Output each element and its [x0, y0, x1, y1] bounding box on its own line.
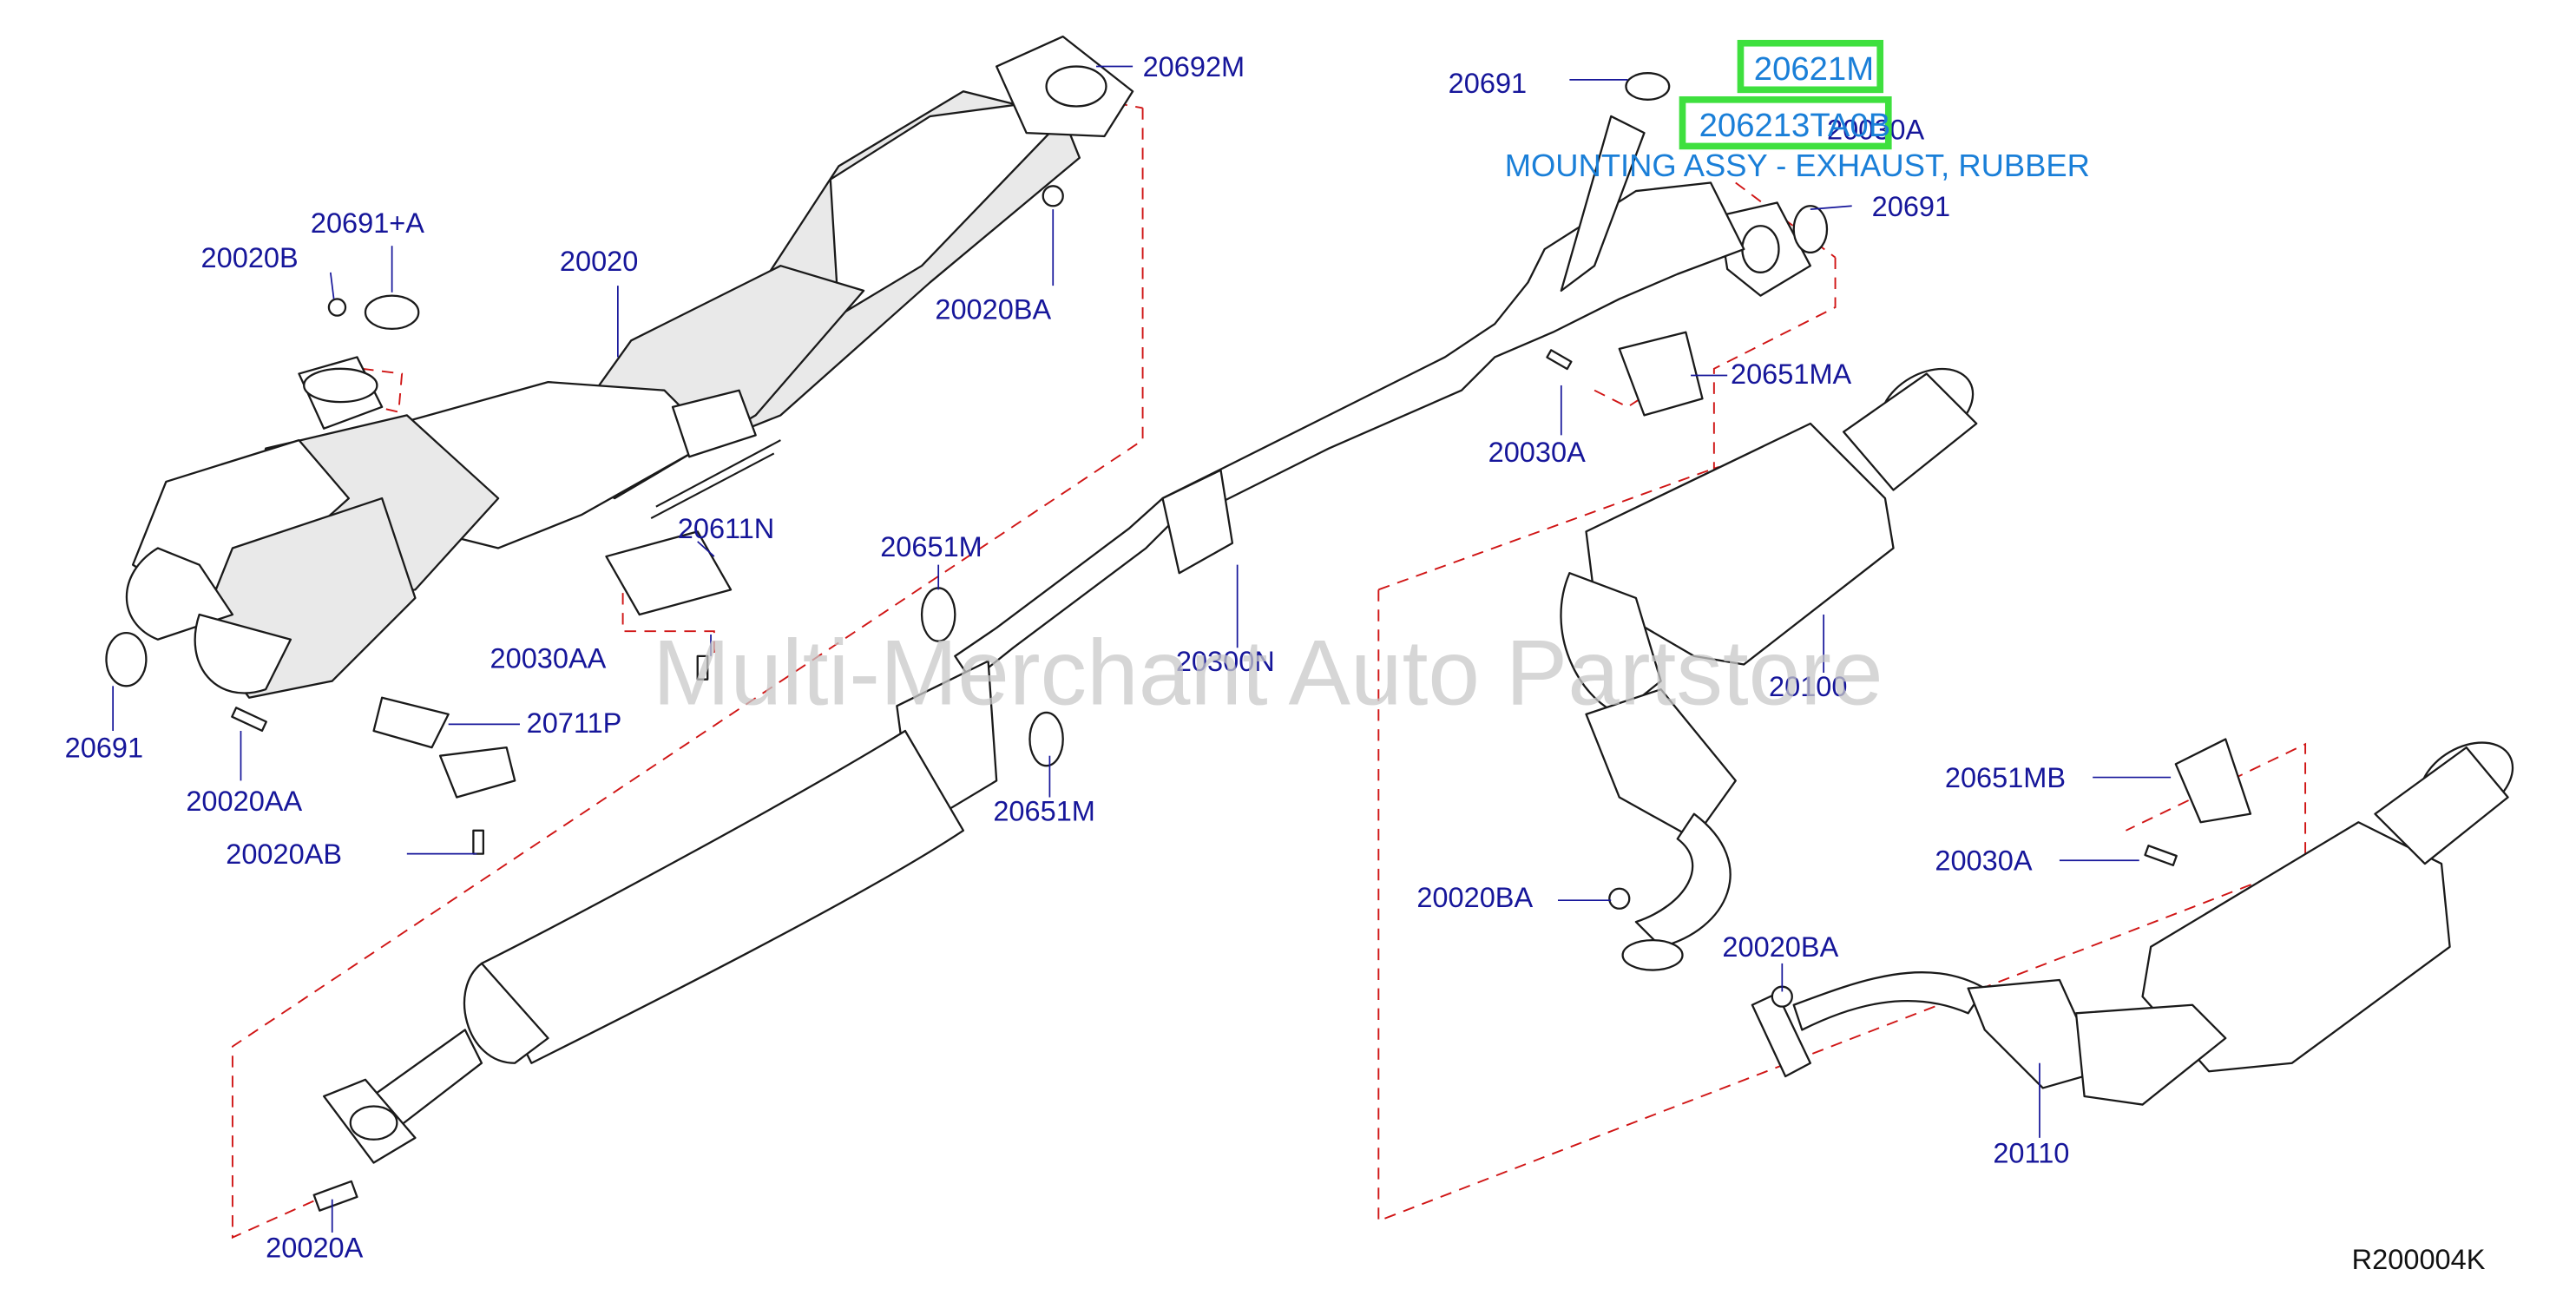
callout-20020BA-top[interactable]: 20020BA — [935, 293, 1052, 326]
watermark: Multi-Merchant Auto Partstore — [653, 619, 1883, 725]
front-tube-assembly — [125, 90, 1081, 699]
callout-20100[interactable]: 20100 — [1769, 671, 1848, 703]
callout-20030A-top[interactable]: 20030A — [1826, 115, 1925, 147]
callout-20711P[interactable]: 20711P — [526, 707, 622, 740]
rear-flange-top — [1718, 201, 1811, 297]
hardware — [105, 72, 2252, 1008]
highlight-20621M-label: 20621M — [1753, 51, 1875, 89]
callout-20020AA[interactable]: 20020AA — [186, 786, 303, 818]
diagram-code: R200004K — [2351, 1244, 2486, 1276]
callout-20110[interactable]: 20110 — [1993, 1137, 2070, 1170]
rear-muffler-lower — [1751, 741, 2514, 1106]
leader-lines — [112, 65, 2172, 1233]
part-tooltip: MOUNTING ASSY - EXHAUST, RUBBER — [1504, 149, 2090, 185]
center-pipe — [312, 115, 1745, 1212]
callout-20020[interactable]: 20020 — [559, 246, 639, 278]
callout-20651M-top[interactable]: 20651M — [880, 531, 982, 563]
callout-20691-top[interactable]: 20691 — [1448, 68, 1528, 100]
callout-20651MB[interactable]: 20651MB — [1944, 762, 2067, 794]
callout-20020BA-mid[interactable]: 20020BA — [1416, 882, 1534, 914]
rear-muffler-upper — [1560, 367, 1978, 971]
callout-20020B[interactable]: 20020B — [200, 242, 299, 274]
callout-20030A-low[interactable]: 20030A — [1935, 845, 2033, 878]
callout-20300N[interactable]: 20300N — [1175, 646, 1275, 678]
callout-20692M[interactable]: 20692M — [1142, 51, 1245, 83]
highlight-206213TA0B[interactable]: 206213TA0B — [1679, 95, 1892, 150]
callout-20691-left[interactable]: 20691 — [64, 732, 144, 765]
callout-20651MA[interactable]: 20651MA — [1730, 358, 1852, 391]
front-flange — [996, 35, 1134, 138]
highlight-206213TA0B-label: 206213TA0B — [1699, 108, 1891, 145]
callout-20020AB[interactable]: 20020AB — [226, 839, 343, 871]
callout-20030A-mid[interactable]: 20030A — [1488, 437, 1586, 469]
callout-20020A[interactable]: 20020A — [266, 1232, 364, 1265]
callout-20651M-mid[interactable]: 20651M — [993, 795, 1095, 827]
callout-20030AA[interactable]: 20030AA — [490, 642, 607, 674]
callout-20020BA-low[interactable]: 20020BA — [1722, 931, 1839, 963]
highlight-20621M[interactable]: 20621M — [1737, 39, 1884, 94]
callout-20611N[interactable]: 20611N — [677, 513, 775, 545]
callout-20691-right[interactable]: 20691 — [1871, 191, 1951, 223]
callout-20691-plus-A[interactable]: 20691+A — [310, 207, 425, 240]
